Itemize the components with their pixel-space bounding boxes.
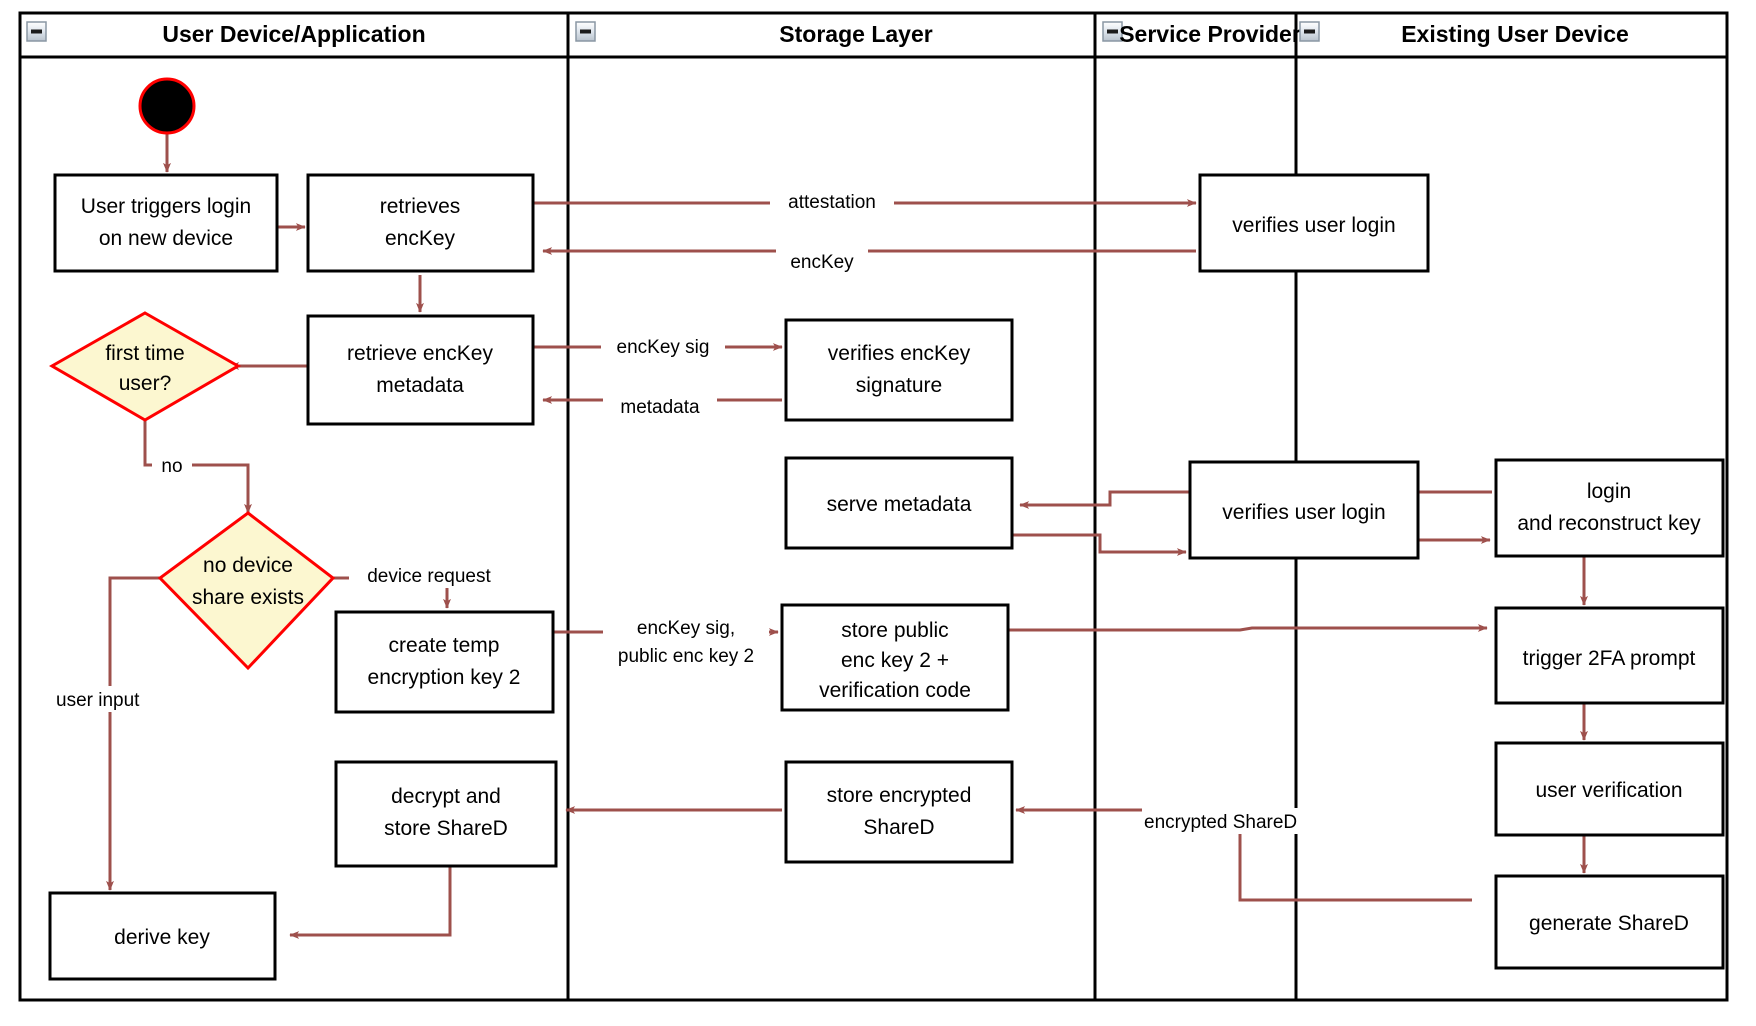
edge-label-device-request: device request (367, 566, 491, 587)
edge-label-encrypted-shared: encrypted ShareD (1144, 812, 1297, 833)
lane-header-storage: Storage Layer (575, 21, 933, 47)
node-decrypt-and-store-shared: decrypt and store ShareD (334, 760, 558, 868)
node-label-line: no device (203, 554, 293, 577)
node-store-encrypted-shared: store encrypted ShareD (784, 760, 1014, 864)
node-label-line: user? (119, 372, 172, 395)
node-label-line: retrieves (380, 195, 461, 218)
minus-icon[interactable] (1102, 21, 1123, 42)
node-derive-key: derive key (48, 891, 277, 981)
edge-label-user-input: user input (56, 690, 140, 711)
edge-label-attestation: attestation (788, 192, 876, 213)
node-create-temp-encryption-key-2: create temp encryption key 2 (334, 610, 555, 714)
node-label-line: metadata (376, 374, 464, 397)
minus-icon[interactable] (575, 21, 596, 42)
node-label-line: store ShareD (384, 817, 508, 840)
node-label-line: and reconstruct key (1517, 512, 1701, 535)
edge-label-enckeysig-line2: public enc key 2 (618, 646, 754, 667)
node-user-verification: user verification (1494, 741, 1725, 837)
node-initial (138, 77, 196, 135)
node-verifies-user-login-1: verifies user login (1198, 173, 1430, 273)
edge-label-no: no (161, 456, 182, 477)
lane-header-existing-device: Existing User Device (1299, 21, 1629, 47)
edge-label-enckeysig-line1: encKey sig, (637, 618, 735, 639)
lane-header-service-provider: Service Provider (1102, 21, 1301, 47)
node-label-line: trigger 2FA prompt (1523, 647, 1696, 670)
edge-decrypt-to-derive (289, 866, 452, 939)
node-serve-metadata: serve metadata (784, 456, 1014, 550)
node-label-line: create temp (389, 634, 500, 657)
node-trigger-2fa-prompt: trigger 2FA prompt (1494, 606, 1725, 705)
node-generate-shared: generate ShareD (1494, 874, 1725, 970)
node-login-and-reconstruct-key: login and reconstruct key (1494, 458, 1725, 558)
node-store-public-enc-key-2: store public enc key 2 + verification co… (780, 603, 1010, 712)
edge-labels: attestation encKey encKey sig metadata n… (54, 188, 1336, 834)
edge-label-enckey: encKey (790, 252, 854, 273)
lane-header-user-device: User Device/Application (26, 21, 426, 47)
node-label-line: retrieve encKey (347, 342, 493, 365)
node-label-line: encKey (385, 227, 456, 250)
node-label-line: verifies encKey (828, 342, 971, 365)
node-label-line: derive key (114, 926, 210, 949)
edge-no (143, 420, 252, 514)
node-label-line: User triggers login (81, 195, 251, 218)
node-verifies-enckey-signature: verifies encKey signature (784, 318, 1014, 422)
node-label-line: decrypt and (391, 785, 501, 808)
node-first-time-user: first time user? (48, 311, 242, 422)
lane-title-existing-device: Existing User Device (1401, 21, 1629, 47)
node-label-line: generate ShareD (1529, 912, 1689, 935)
edge-label-enckey-sig: encKey sig (617, 337, 710, 358)
node-label-line: verification code (819, 679, 971, 702)
edge-servemetadata-to-verifies (1010, 533, 1187, 556)
minus-icon[interactable] (26, 21, 47, 42)
lane-title-user-device: User Device/Application (162, 21, 425, 47)
node-label-line: encryption key 2 (368, 666, 521, 689)
edge-encrypted-shared (1015, 806, 1472, 902)
lane-title-storage: Storage Layer (779, 21, 932, 47)
node-label-line: serve metadata (827, 493, 972, 516)
node-label-line: user verification (1535, 779, 1682, 802)
node-label-line: signature (856, 374, 942, 397)
minus-icon[interactable] (1299, 21, 1320, 42)
edge-storepub-to-2fa (1002, 624, 1488, 632)
edge-verifies-to-servemetadata (1019, 490, 1190, 509)
node-label-line: login (1587, 480, 1631, 503)
node-retrieve-enckey-metadata: retrieve encKey metadata (306, 314, 535, 426)
node-label-line: enc key 2 + (841, 649, 949, 672)
edge-label-metadata: metadata (620, 397, 700, 418)
node-user-triggers-login: User triggers login on new device (53, 173, 279, 273)
node-label-line: on new device (99, 227, 233, 250)
node-retrieves-enckey: retrieves encKey (306, 173, 535, 273)
node-label-line: ShareD (863, 816, 934, 839)
node-label-line: verifies user login (1232, 214, 1395, 237)
lane-title-service-provider: Service Provider (1119, 21, 1301, 47)
node-label-line: share exists (192, 586, 304, 609)
node-label-line: first time (105, 342, 184, 365)
node-label-line: store encrypted (827, 784, 972, 807)
edge-user-input (106, 576, 162, 891)
node-label-line: store public (841, 619, 948, 642)
node-verifies-user-login-2: verifies user login (1188, 460, 1420, 560)
node-label-line: verifies user login (1222, 501, 1385, 524)
node-no-device-share-exists: no device share exists (157, 511, 336, 671)
